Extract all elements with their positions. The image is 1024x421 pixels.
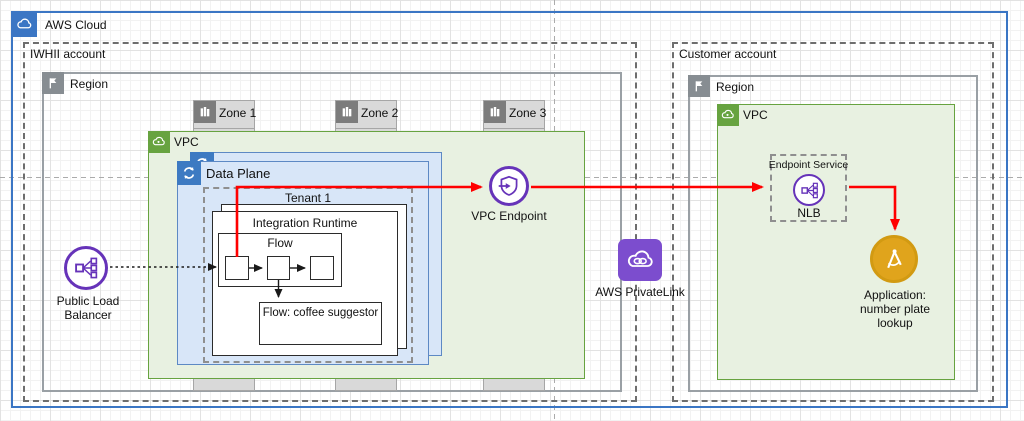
zone-1-header bbox=[194, 101, 254, 129]
customer-region-group[interactable]: Region bbox=[688, 75, 978, 392]
zone-3-label: Zone 3 bbox=[509, 106, 547, 120]
flag-icon bbox=[42, 72, 64, 94]
customer-vpc-group[interactable]: VPC bbox=[716, 103, 955, 380]
provider-region-group[interactable]: Region bbox=[42, 72, 622, 392]
customer-account-label: Customer account bbox=[679, 47, 777, 61]
cloud-link-icon[interactable] bbox=[618, 239, 662, 281]
customer-region-label: Region bbox=[716, 80, 755, 94]
vpc-cloud-icon bbox=[147, 130, 170, 153]
zone-3-header bbox=[484, 101, 544, 129]
aws-cloud-group[interactable]: AWS Cloud bbox=[11, 11, 1008, 408]
flow-label: Flow bbox=[267, 236, 293, 250]
zone-2-header bbox=[336, 101, 396, 129]
iwhii-account-label: IWHII account bbox=[30, 47, 106, 61]
data-plane-label: Data Plane bbox=[206, 166, 271, 181]
sync-arrows-icon bbox=[176, 160, 201, 185]
vpc-endpoint-label: VPC Endpoint bbox=[471, 209, 547, 223]
load-balancer-icon[interactable] bbox=[793, 174, 825, 206]
customer-vpc-label: VPC bbox=[743, 108, 768, 122]
cloud-icon bbox=[11, 11, 37, 37]
application-label: Application: number plate lookup bbox=[859, 288, 931, 330]
customer-account-group[interactable]: Customer account bbox=[672, 42, 994, 402]
privatelink-label: AWS PrivateLink bbox=[595, 285, 685, 299]
coffee-flow-label: Flow: coffee suggestor bbox=[262, 307, 379, 319]
zone-2-label: Zone 2 bbox=[361, 106, 399, 120]
endpoint-shield-icon[interactable] bbox=[489, 166, 529, 206]
coffee-flow-box[interactable]: Flow: coffee suggestor bbox=[259, 302, 382, 345]
vpc-cloud-icon bbox=[716, 103, 739, 126]
flow-step-1[interactable] bbox=[225, 256, 249, 280]
aws-cloud-label: AWS Cloud bbox=[45, 18, 107, 32]
nlb-label: NLB bbox=[797, 206, 821, 220]
iwhii-account-group[interactable]: IWHII account bbox=[23, 42, 637, 402]
integration-runtime-label: Integration Runtime bbox=[252, 216, 358, 230]
flow-step-2[interactable] bbox=[267, 256, 290, 280]
compass-icon[interactable] bbox=[870, 235, 918, 283]
provider-region-label: Region bbox=[70, 77, 109, 91]
endpoint-service-label: Endpoint Service bbox=[768, 159, 849, 171]
provider-vpc-label: VPC bbox=[174, 135, 199, 149]
endpoint-service-group[interactable]: Endpoint Service bbox=[769, 154, 848, 222]
buildings-icon bbox=[194, 101, 216, 123]
zone-1-label: Zone 1 bbox=[219, 106, 257, 120]
buildings-icon bbox=[484, 101, 506, 123]
public-load-balancer-label: Public Load Balancer bbox=[56, 294, 120, 322]
flag-icon bbox=[688, 75, 710, 97]
flow-step-3[interactable] bbox=[310, 256, 334, 280]
buildings-icon bbox=[336, 101, 358, 123]
load-balancer-icon[interactable] bbox=[64, 246, 108, 290]
